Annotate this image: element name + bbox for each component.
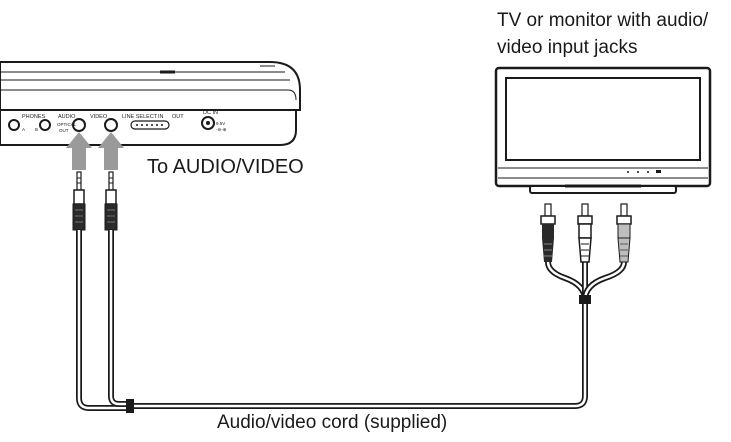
phones-a-marking: A [22, 127, 25, 132]
player-jack-panel: PHONES A B AUDIO OPTICAL OUT VIDEO LINE … [8, 110, 227, 133]
video-jack [104, 118, 118, 132]
in-marking: IN [158, 114, 164, 120]
optical-marking: OPTICAL [57, 122, 77, 127]
dvd-player [0, 61, 301, 146]
tv-label-line1: TV or monitor with audio/ [497, 10, 709, 31]
phones-a-jack [8, 119, 20, 131]
tv-screen [505, 77, 701, 161]
phones-marking: PHONES [22, 114, 46, 120]
tv-label-line2: video input jacks [497, 37, 638, 58]
to-audio-video-label: To AUDIO/VIDEO [147, 156, 304, 178]
rca-plug-left [540, 203, 556, 262]
arrow-up-audio [66, 132, 92, 170]
out-marking: OUT [59, 128, 69, 133]
phones-b-marking: B [35, 127, 38, 132]
rca-plug-right [616, 203, 632, 263]
phones-b-jack [39, 119, 51, 131]
cord-splitter-left [126, 399, 134, 413]
audio-jack [72, 118, 86, 132]
rca-plug-center [577, 203, 593, 263]
dc-volt-marking: 9.5V [216, 121, 225, 126]
dc-in-marking: DC IN [203, 110, 218, 116]
cord-splitter-right [579, 295, 591, 304]
audio-minijack-plug [72, 171, 86, 231]
tv-monitor [494, 66, 712, 194]
cord-label: Audio/video cord (supplied) [217, 412, 448, 433]
arrow-up-video [98, 132, 124, 170]
audio-video-cord [76, 230, 627, 411]
line-select-marking: LINE SELECT [122, 114, 158, 120]
video-minijack-plug [104, 171, 118, 231]
insertion-arrows [66, 132, 124, 170]
audio-marking: AUDIO [58, 114, 76, 120]
line-select-switch [130, 120, 170, 130]
out-switch-marking: OUT [172, 114, 184, 120]
video-marking: VIDEO [90, 114, 108, 120]
polarity-marking: -⊖-⊕ [216, 127, 227, 132]
